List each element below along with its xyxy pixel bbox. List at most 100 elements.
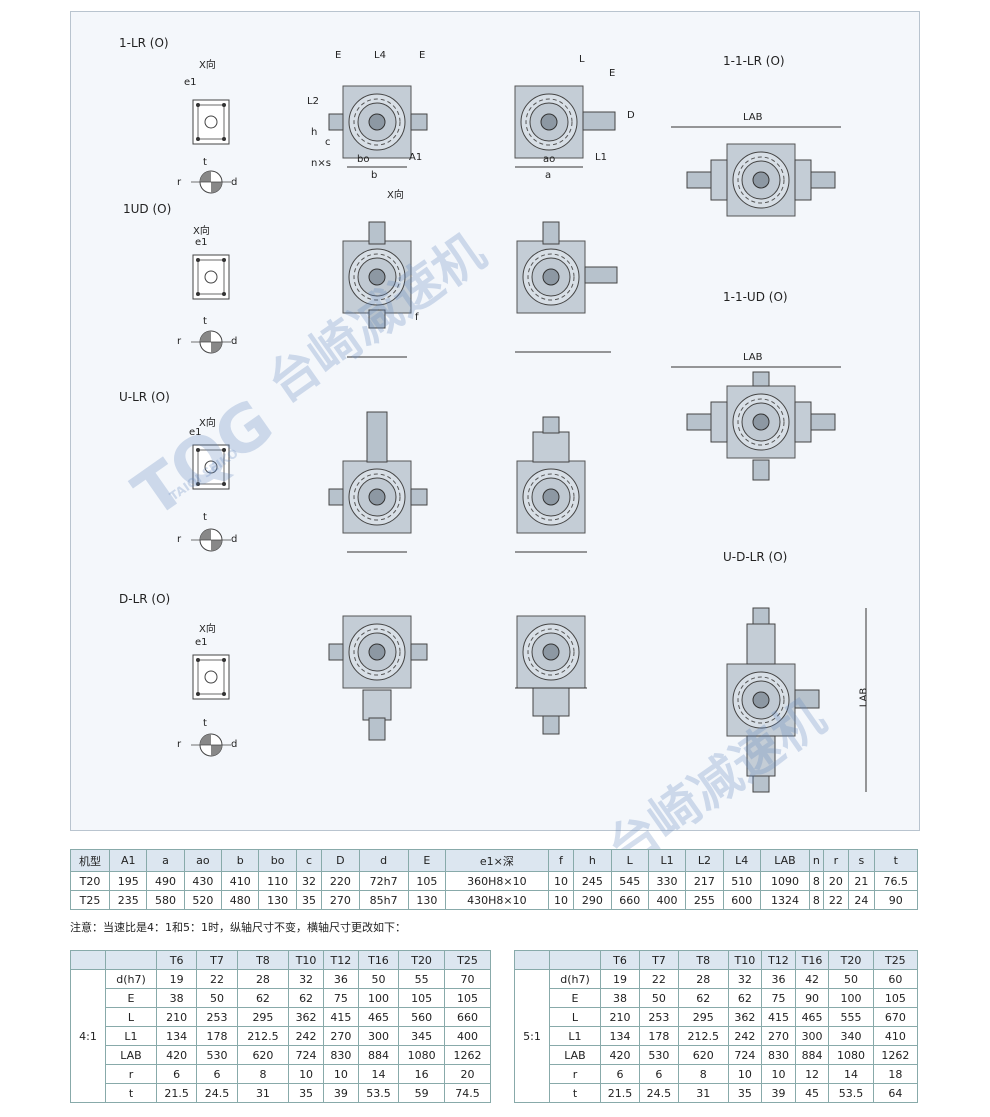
ulr-front xyxy=(328,411,428,553)
table-cell: 105 xyxy=(872,988,919,1008)
table-cell: 59 xyxy=(398,1083,446,1103)
table-cell: 74.5 xyxy=(444,1083,491,1103)
dlr-x-direction: X向 xyxy=(199,624,216,635)
table-cell: T20 xyxy=(69,871,111,891)
table-cell: 270 xyxy=(761,1026,796,1046)
table-cell: 490 xyxy=(146,871,185,891)
dim-a: a xyxy=(545,170,552,181)
table-cell: 6 xyxy=(600,1064,640,1084)
technical-drawings xyxy=(190,85,867,793)
table-cell: 45 xyxy=(794,1083,830,1103)
column-header: h xyxy=(573,849,612,872)
table-cell: 724 xyxy=(288,1045,324,1065)
table-cell: 24.5 xyxy=(638,1083,679,1103)
view-title-lr: 1-LR (O) xyxy=(119,36,169,50)
ulr-t: t xyxy=(203,512,207,523)
table-cell: 270 xyxy=(321,890,360,910)
dlr-e1: e1 xyxy=(195,637,208,648)
table-cell: t xyxy=(549,1083,601,1103)
column-header: L2 xyxy=(685,849,724,872)
table-cell: 50 xyxy=(357,969,400,989)
table-cell: 18 xyxy=(872,1064,919,1084)
column-header: s xyxy=(848,849,875,872)
table-cell: 660 xyxy=(610,890,649,910)
table-cell: 31 xyxy=(677,1083,729,1103)
table-cell: 1262 xyxy=(444,1045,491,1065)
dlr-side xyxy=(515,615,587,735)
dim-l1: L1 xyxy=(595,152,607,163)
column-header: T10 xyxy=(727,950,763,970)
dlr-x-view xyxy=(190,654,232,757)
table-cell: 31 xyxy=(236,1083,290,1103)
dim-e-right: E xyxy=(419,50,426,61)
table-cell: 75 xyxy=(761,988,796,1008)
table-cell: 545 xyxy=(610,871,649,891)
table-cell: 50 xyxy=(828,969,874,989)
table-cell: 36 xyxy=(322,969,359,989)
table-cell: 253 xyxy=(638,1007,679,1027)
table-cell: 21.5 xyxy=(600,1083,640,1103)
dim-b: b xyxy=(371,170,378,181)
table-cell: 295 xyxy=(677,1007,729,1027)
lr-r: r xyxy=(177,177,182,188)
ratio-note: 注意：当速比是4：1和5：1时，纵轴尺寸不变，横轴尺寸更改如下： xyxy=(70,921,406,934)
table-cell: 22 xyxy=(638,969,679,989)
table-cell: 270 xyxy=(322,1026,359,1046)
table-cell: 1080 xyxy=(398,1045,446,1065)
ud-r: r xyxy=(177,336,182,347)
table-cell: 1262 xyxy=(872,1045,919,1065)
column-header: L4 xyxy=(722,849,761,872)
table-cell: 420 xyxy=(600,1045,640,1065)
ratio-label: 4:1 xyxy=(70,969,106,1103)
table-cell: 38 xyxy=(155,988,198,1008)
table-cell: 242 xyxy=(288,1026,324,1046)
table-cell: 70 xyxy=(444,969,491,989)
column-header: T8 xyxy=(236,950,290,970)
table-cell: 105 xyxy=(444,988,491,1008)
ulr-side xyxy=(515,416,587,553)
table-cell: 76.5 xyxy=(873,871,919,891)
ud-t: t xyxy=(203,316,207,327)
table-cell: d(h7) xyxy=(105,969,157,989)
drawing-panel: 1-LR (O) X向 e1 t r d 1UD (O) X向 e1 t r d… xyxy=(70,11,920,879)
column-header: T16 xyxy=(794,950,830,970)
dim-f: f xyxy=(415,312,419,323)
table-cell: 520 xyxy=(183,890,223,910)
table-cell: 465 xyxy=(357,1007,400,1027)
view-title-dlr: D-LR (O) xyxy=(119,592,171,606)
table-cell: 14 xyxy=(357,1064,400,1084)
column-header: b xyxy=(221,849,260,872)
table-cell: 195 xyxy=(109,871,148,891)
column-header: T25 xyxy=(872,950,919,970)
table-cell: 1080 xyxy=(828,1045,874,1065)
dim-d-upper: D xyxy=(627,110,635,121)
table-cell: 134 xyxy=(600,1026,640,1046)
column-header: T12 xyxy=(322,950,359,970)
table-cell: 10 xyxy=(322,1064,359,1084)
dim-l2: L2 xyxy=(307,96,319,107)
table-cell: 580 xyxy=(146,890,185,910)
column-header: T6 xyxy=(600,950,640,970)
dim-ao: ao xyxy=(543,154,556,165)
table-cell: 560 xyxy=(398,1007,446,1027)
table-cell: 35 xyxy=(295,890,323,910)
table-cell: 20 xyxy=(444,1064,491,1084)
table-cell: 8 xyxy=(236,1064,290,1084)
table-cell: 530 xyxy=(196,1045,238,1065)
view-title-1-1-lr: 1-1-LR (O) xyxy=(723,54,785,68)
table-cell: 510 xyxy=(722,871,761,891)
table-cell: 400 xyxy=(444,1026,491,1046)
table-cell: 220 xyxy=(321,871,360,891)
table-cell: 134 xyxy=(155,1026,198,1046)
dim-l4: L4 xyxy=(374,50,386,61)
table-cell: 8 xyxy=(677,1064,729,1084)
view-title-ulr: U-LR (O) xyxy=(119,390,170,404)
table-cell: 14 xyxy=(828,1064,874,1084)
